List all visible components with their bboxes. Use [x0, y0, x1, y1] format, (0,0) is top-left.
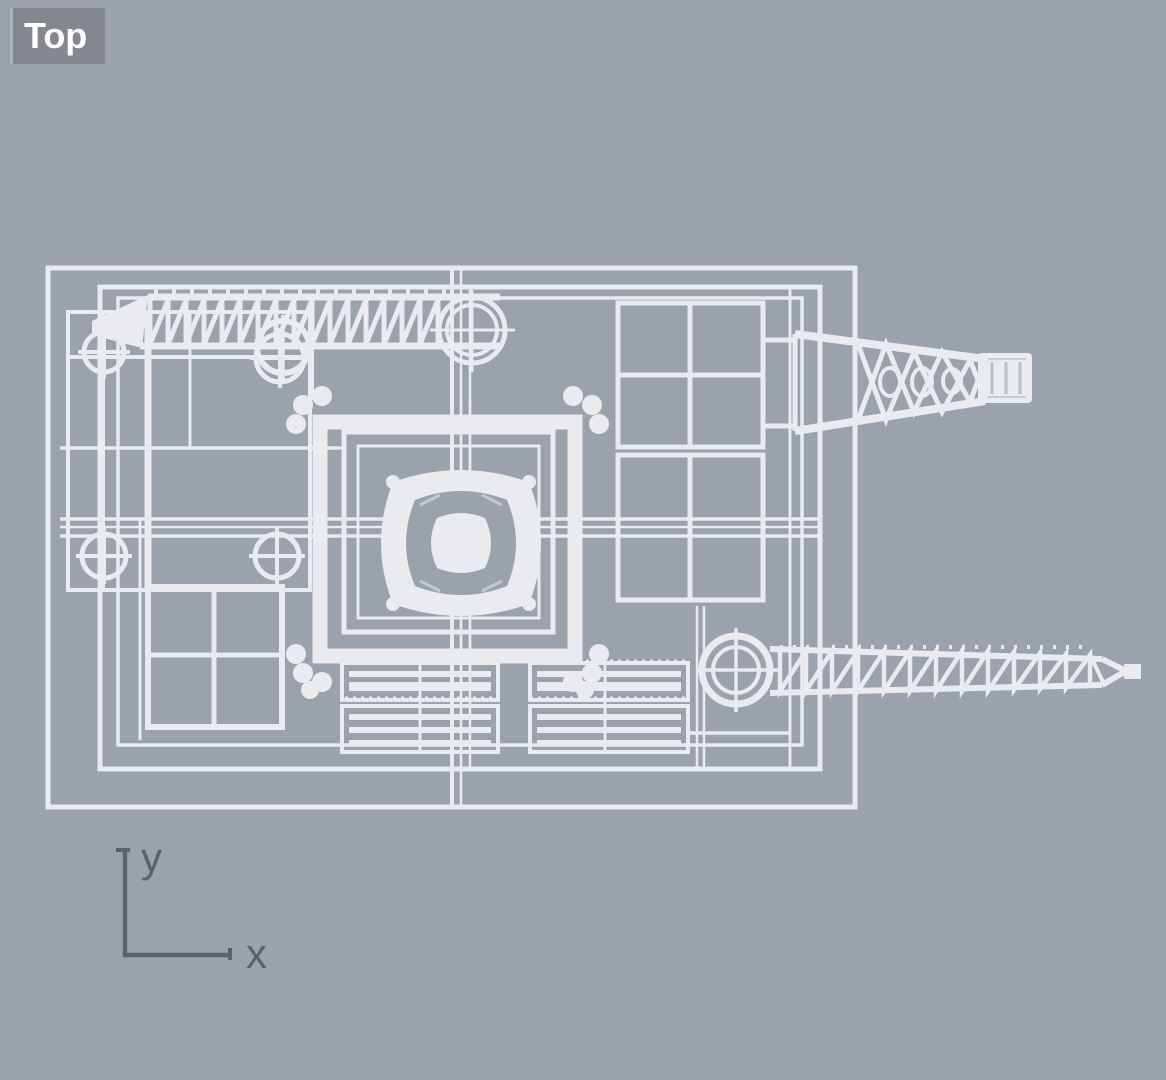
axis-x-label: x [246, 930, 267, 977]
slew-ring-circle [696, 628, 778, 712]
top-lattice-boom [92, 288, 515, 380]
engine-grilles [340, 659, 690, 754]
cab-window-bottom-left [138, 520, 285, 740]
left-deck-block [66, 310, 314, 592]
upper-right-jib [763, 330, 1032, 435]
jib-tip-block [978, 353, 1032, 403]
pin-circle [249, 528, 305, 584]
axis-indicator: y x [116, 834, 267, 977]
center-mast-assembly [286, 386, 609, 699]
corner-knobs [286, 386, 609, 699]
mast-cross-section [381, 470, 541, 616]
window-grid-lower-right [615, 452, 766, 603]
lower-right-boom [696, 628, 1141, 712]
pin-circle [76, 528, 132, 584]
winch-drum-circle [430, 290, 515, 372]
boom-sheave-circle [250, 315, 316, 380]
axis-y-label: y [141, 834, 162, 881]
viewport-title[interactable]: Top [10, 8, 105, 64]
window-grid-upper-right [615, 300, 766, 450]
